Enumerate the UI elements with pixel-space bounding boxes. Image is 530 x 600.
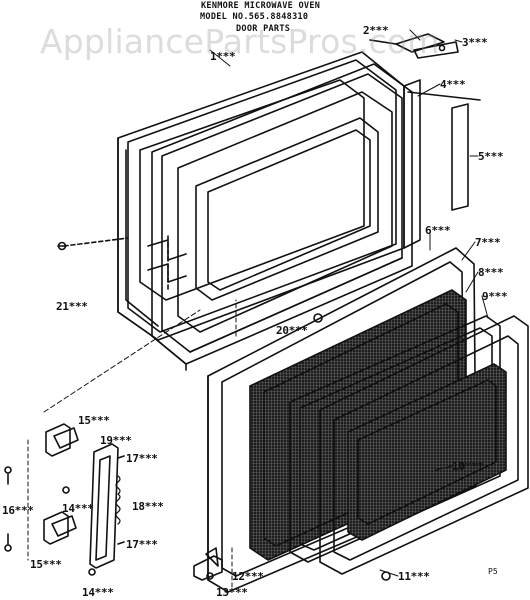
latch-hooks <box>57 235 187 291</box>
callout-12: 12*** <box>232 570 264 583</box>
callout-17-upper: 17*** <box>126 452 158 465</box>
page-code: P5 <box>488 567 498 576</box>
callout-5: 5*** <box>478 150 504 163</box>
callout-13: 13*** <box>216 586 248 599</box>
screws <box>4 313 391 581</box>
callout-7: 7*** <box>475 236 501 249</box>
leader-lines <box>27 29 489 589</box>
callout-15-lower: 15*** <box>30 558 62 571</box>
callout-21: 21*** <box>56 300 88 313</box>
diagram-title: KENMORE MICROWAVE OVEN <box>201 1 321 11</box>
callout-16: 16*** <box>2 504 34 517</box>
callout-19: 19*** <box>100 434 132 447</box>
watermark: AppliancePartsPros.com <box>40 22 440 61</box>
callout-14-upper: 14*** <box>62 502 94 515</box>
callout-8: 8*** <box>478 266 504 279</box>
callout-14-lower: 14*** <box>82 586 114 599</box>
lower-hinge-bracket <box>193 547 223 581</box>
outer-trim-frame <box>319 315 529 575</box>
spring-part <box>115 475 121 525</box>
model-number: MODEL NO.565.8848310 <box>200 12 309 22</box>
callout-2: 2*** <box>363 24 389 37</box>
callout-4: 4*** <box>440 78 466 91</box>
callout-3: 3*** <box>462 36 488 49</box>
callout-15-upper: 15*** <box>78 414 110 427</box>
callout-17-lower: 17*** <box>126 538 158 551</box>
callout-18: 18*** <box>132 500 164 513</box>
callout-6: 6*** <box>425 224 451 237</box>
callout-10: 10*** <box>452 460 484 473</box>
door-inner-panel <box>151 63 413 371</box>
pins <box>117 455 125 545</box>
callout-11: 11*** <box>398 570 430 583</box>
hinge-plate <box>403 79 481 249</box>
callout-9: 9*** <box>482 290 508 303</box>
callout-20: 20*** <box>276 324 308 337</box>
section-title: DOOR PARTS <box>236 24 291 34</box>
latch-assembly <box>43 423 119 569</box>
callout-1: 1*** <box>210 50 236 63</box>
